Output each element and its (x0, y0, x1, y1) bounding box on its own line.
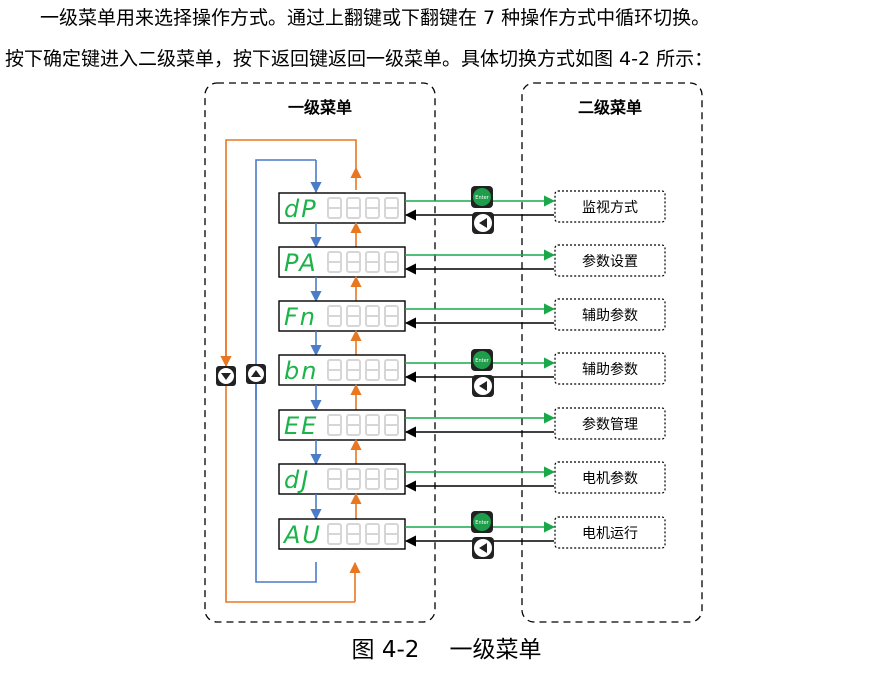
submenu-label: 辅助参数 (582, 307, 638, 324)
caption-title: 一级菜单 (449, 637, 542, 663)
display-panel-7: AU (278, 518, 406, 550)
display-code: AU (282, 521, 322, 549)
submenu-box-2: 参数设置 (554, 244, 666, 277)
return-key-icon (472, 537, 494, 559)
submenu-label: 监视方式 (582, 200, 638, 216)
right-title: 二级菜单 (578, 98, 642, 117)
enter-key-icon: Enter (471, 511, 493, 533)
submenu-box-1: 监视方式 (554, 190, 666, 223)
display-code: dJ (284, 466, 310, 494)
return-key-icon (472, 212, 494, 234)
submenu-box-3: 辅助参数 (554, 298, 666, 331)
paragraph-line-1: 一级菜单用来选择操作方式。通过上翻键或下翻键在 7 种操作方式中循环切换。 (40, 7, 711, 29)
level2-group-box (521, 82, 703, 623)
figure-caption: 图 4-2 一级菜单 (0, 630, 893, 664)
enter-key-icon: Enter (471, 349, 493, 371)
submenu-box-7: 电机运行 (554, 516, 666, 549)
submenu-box-6: 电机参数 (554, 461, 666, 494)
display-code: EE (284, 412, 318, 440)
submenu-label: 辅助参数 (582, 361, 638, 378)
submenu-box-5: 参数管理 (554, 407, 666, 440)
caption-label: 图 4-2 (351, 637, 420, 663)
submenu-label: 参数设置 (582, 253, 638, 270)
submenu-label: 电机运行 (582, 526, 638, 542)
left-title: 一级菜单 (288, 98, 352, 117)
display-code: bn (284, 357, 318, 385)
display-code: dP (284, 195, 318, 223)
return-key-icon (472, 375, 494, 397)
svg-text:Enter: Enter (475, 195, 489, 201)
down-key-icon (216, 366, 236, 386)
display-panel-5: EE (278, 409, 406, 441)
display-panel-4: bn (278, 354, 406, 386)
display-panel-3: Fn (278, 300, 406, 332)
paragraph-line-2: 按下确定键进入二级菜单，按下返回键返回一级菜单。具体切换方式如图 4-2 所示： (5, 48, 714, 70)
display-panel-2: PA (278, 246, 406, 278)
up-key-icon (246, 364, 266, 384)
up-loop-path (225, 139, 357, 603)
svg-text:Enter: Enter (475, 520, 489, 526)
submenu-label: 参数管理 (582, 416, 638, 433)
submenu-label: 电机参数 (582, 470, 638, 487)
svg-text:Enter: Enter (475, 358, 489, 364)
level1-group-box (204, 82, 436, 623)
submenu-box-4: 辅助参数 (554, 352, 666, 385)
display-code: Fn (284, 303, 317, 331)
display-panel-6: dJ (278, 463, 406, 495)
display-code: PA (284, 249, 318, 277)
display-panel-1: dP (278, 192, 406, 224)
down-loop-path (255, 159, 317, 583)
enter-key-icon: Enter (471, 186, 493, 208)
